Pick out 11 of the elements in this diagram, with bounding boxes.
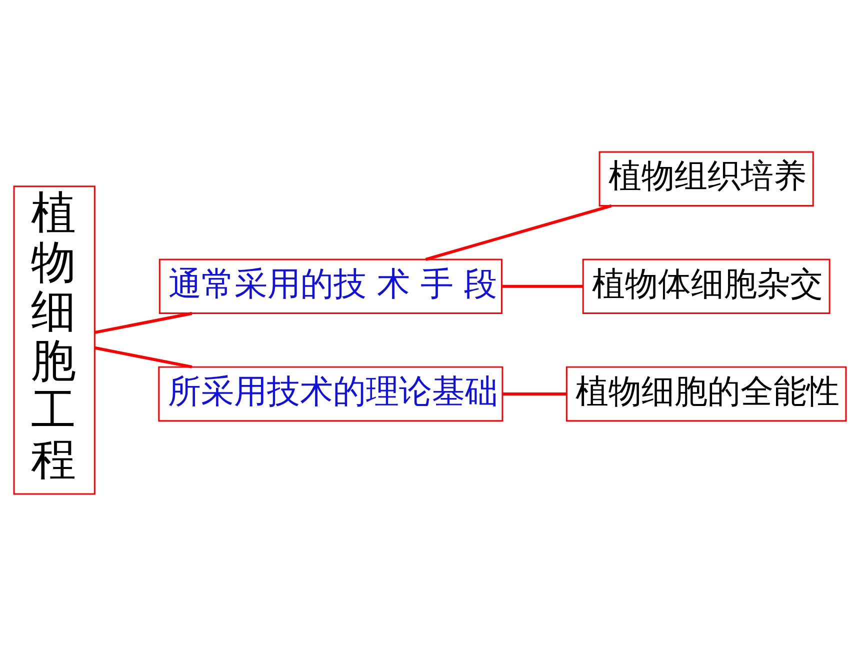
node-box: 植物细胞工程 (13, 185, 96, 494)
node-box: 通常采用的技 术 手 段 (158, 258, 502, 314)
node-box: 植物体细胞杂交 (582, 258, 830, 314)
node-box: 植物细胞的全能性 (566, 366, 847, 422)
connector (502, 284, 583, 288)
node-box: 植物组织培养 (598, 150, 814, 206)
connector (502, 392, 566, 395)
connector (94, 346, 192, 368)
connector (425, 204, 612, 260)
connector (94, 311, 192, 334)
node-box: 所采用技术的理论基础 (158, 366, 504, 422)
